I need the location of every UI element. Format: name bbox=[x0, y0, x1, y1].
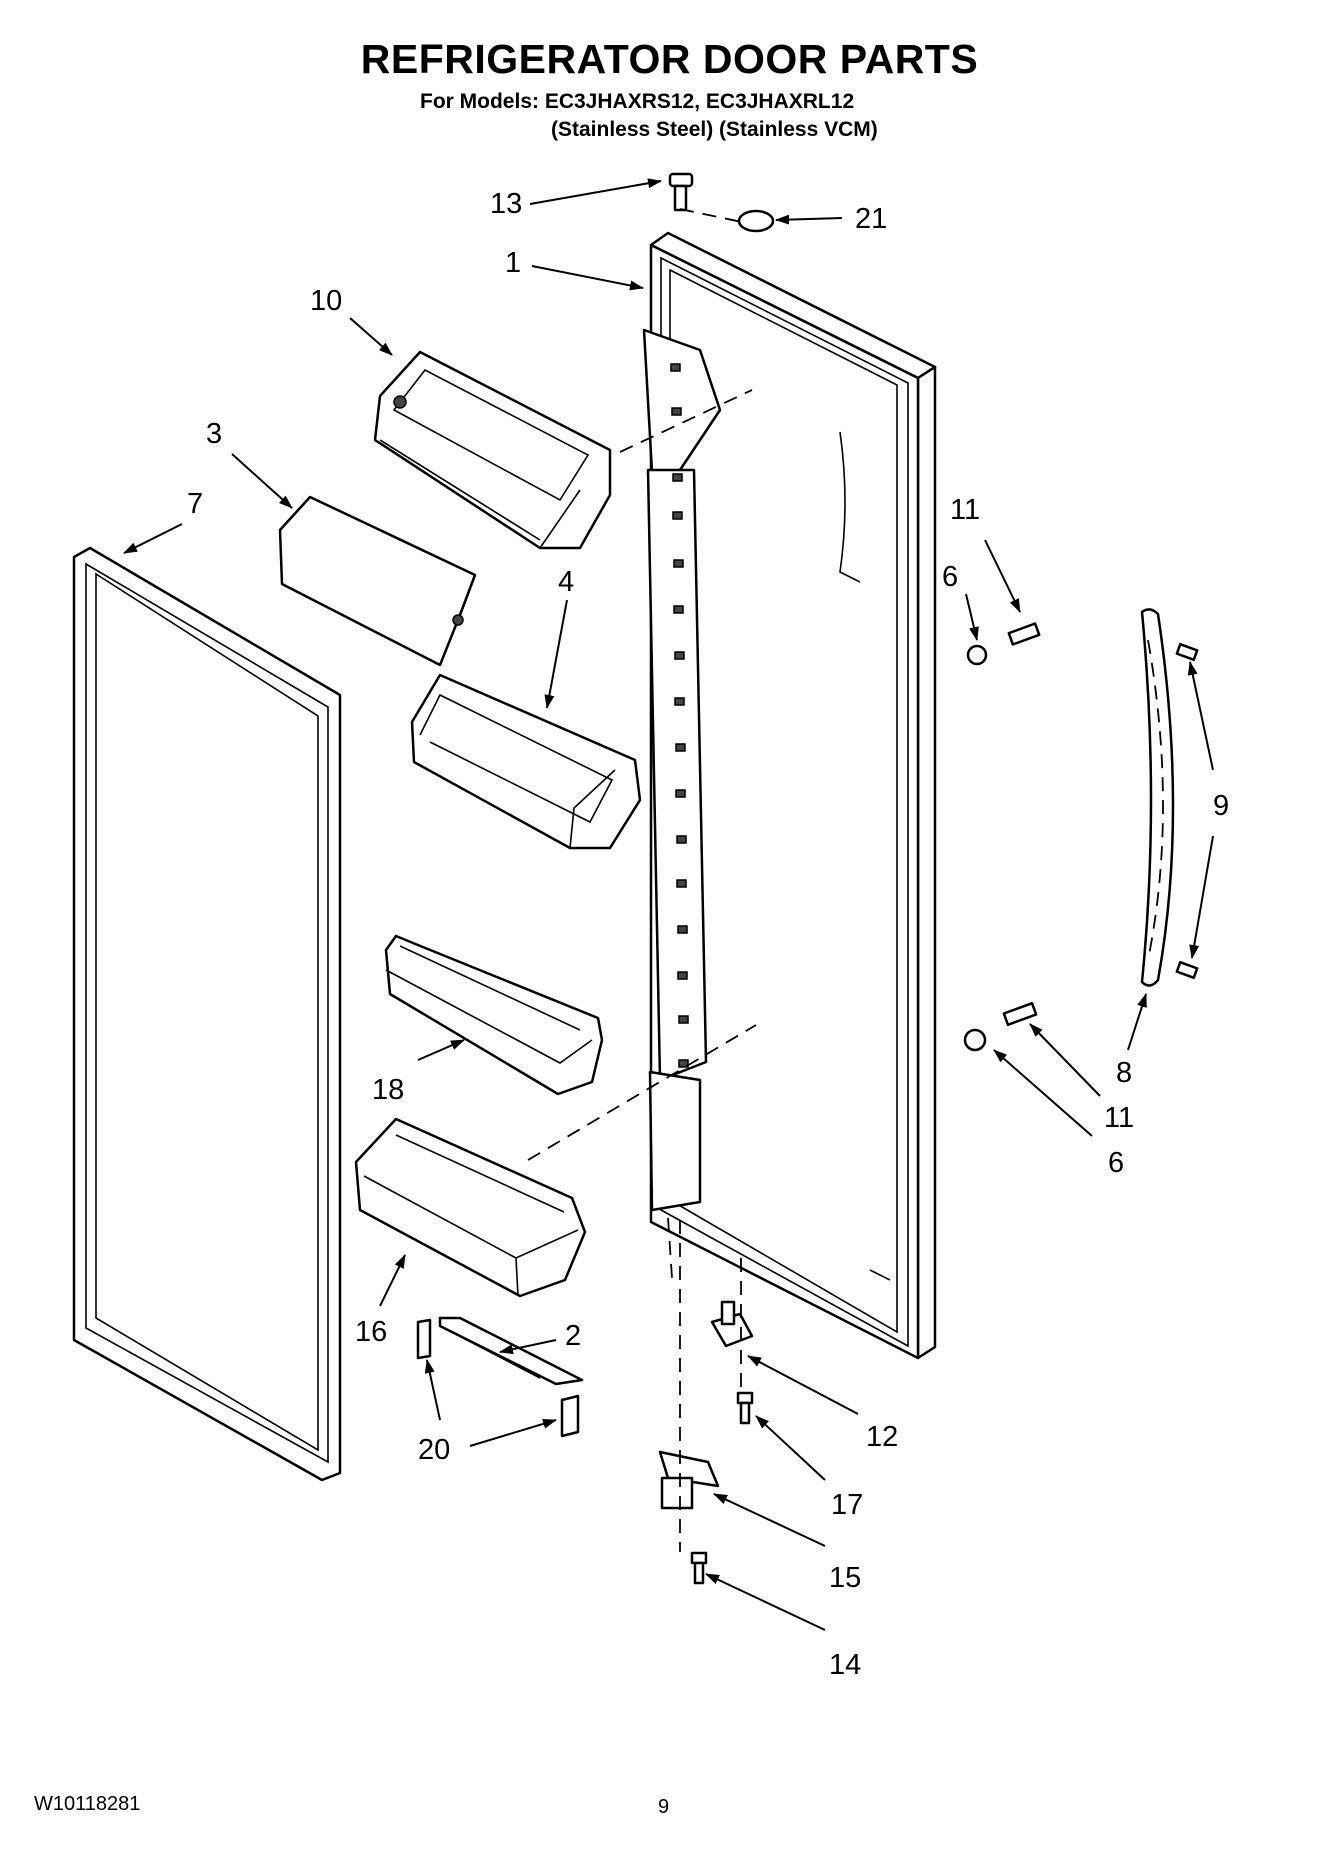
callout-1: 1 bbox=[505, 247, 521, 279]
callout-13: 13 bbox=[490, 188, 522, 220]
door-bin-4 bbox=[410, 673, 642, 850]
callout-10: 10 bbox=[310, 285, 342, 317]
callout-9: 9 bbox=[1213, 790, 1229, 822]
callout-6-top: 6 bbox=[942, 561, 958, 593]
callout-2: 2 bbox=[565, 1320, 581, 1352]
rail-clips bbox=[416, 1318, 580, 1438]
shelf-rail bbox=[438, 1316, 584, 1386]
callout-6-bottom: 6 bbox=[1108, 1147, 1124, 1179]
document-number: W10118281 bbox=[34, 1793, 141, 1815]
door-bin-16 bbox=[354, 1117, 587, 1298]
finish-line: (Stainless Steel) (Stainless VCM) bbox=[551, 118, 878, 141]
callout-11-bottom: 11 bbox=[1104, 1102, 1134, 1134]
callout-3: 3 bbox=[206, 418, 222, 450]
hinge-plug bbox=[737, 209, 775, 233]
door-bin-18 bbox=[384, 934, 604, 1096]
callout-12: 12 bbox=[866, 1421, 898, 1453]
models-line: For Models: EC3JHAXRS12, EC3JHAXRL12 bbox=[420, 90, 855, 113]
bottom-hinge bbox=[658, 1450, 720, 1510]
hinge-screw bbox=[690, 1551, 708, 1585]
callout-16: 16 bbox=[355, 1316, 387, 1348]
handle-stud-top bbox=[966, 622, 1041, 666]
callout-21: 21 bbox=[855, 203, 887, 235]
top-screw bbox=[668, 172, 694, 212]
pin-screw bbox=[736, 1391, 754, 1425]
callout-4: 4 bbox=[558, 566, 574, 598]
callout-15: 15 bbox=[829, 1562, 861, 1594]
page-number: 9 bbox=[658, 1796, 670, 1818]
door-rail-holes bbox=[670, 363, 689, 1068]
callout-8: 8 bbox=[1116, 1057, 1132, 1089]
callout-7: 7 bbox=[187, 488, 203, 520]
callout-14: 14 bbox=[829, 1649, 861, 1681]
dairy-door bbox=[278, 495, 477, 667]
hinge-pin bbox=[710, 1300, 754, 1348]
door-gasket bbox=[72, 546, 342, 1482]
callout-18: 18 bbox=[372, 1074, 404, 1106]
dairy-bin bbox=[373, 350, 612, 550]
handle-stud-bottom bbox=[963, 1001, 1038, 1052]
refrigerator-door bbox=[642, 231, 937, 1360]
callout-17: 17 bbox=[831, 1489, 863, 1521]
door-handle bbox=[1140, 608, 1199, 987]
callout-20: 20 bbox=[418, 1434, 450, 1466]
page-title: REFRIGERATOR DOOR PARTS bbox=[360, 36, 979, 82]
callout-11-top: 11 bbox=[950, 494, 980, 526]
